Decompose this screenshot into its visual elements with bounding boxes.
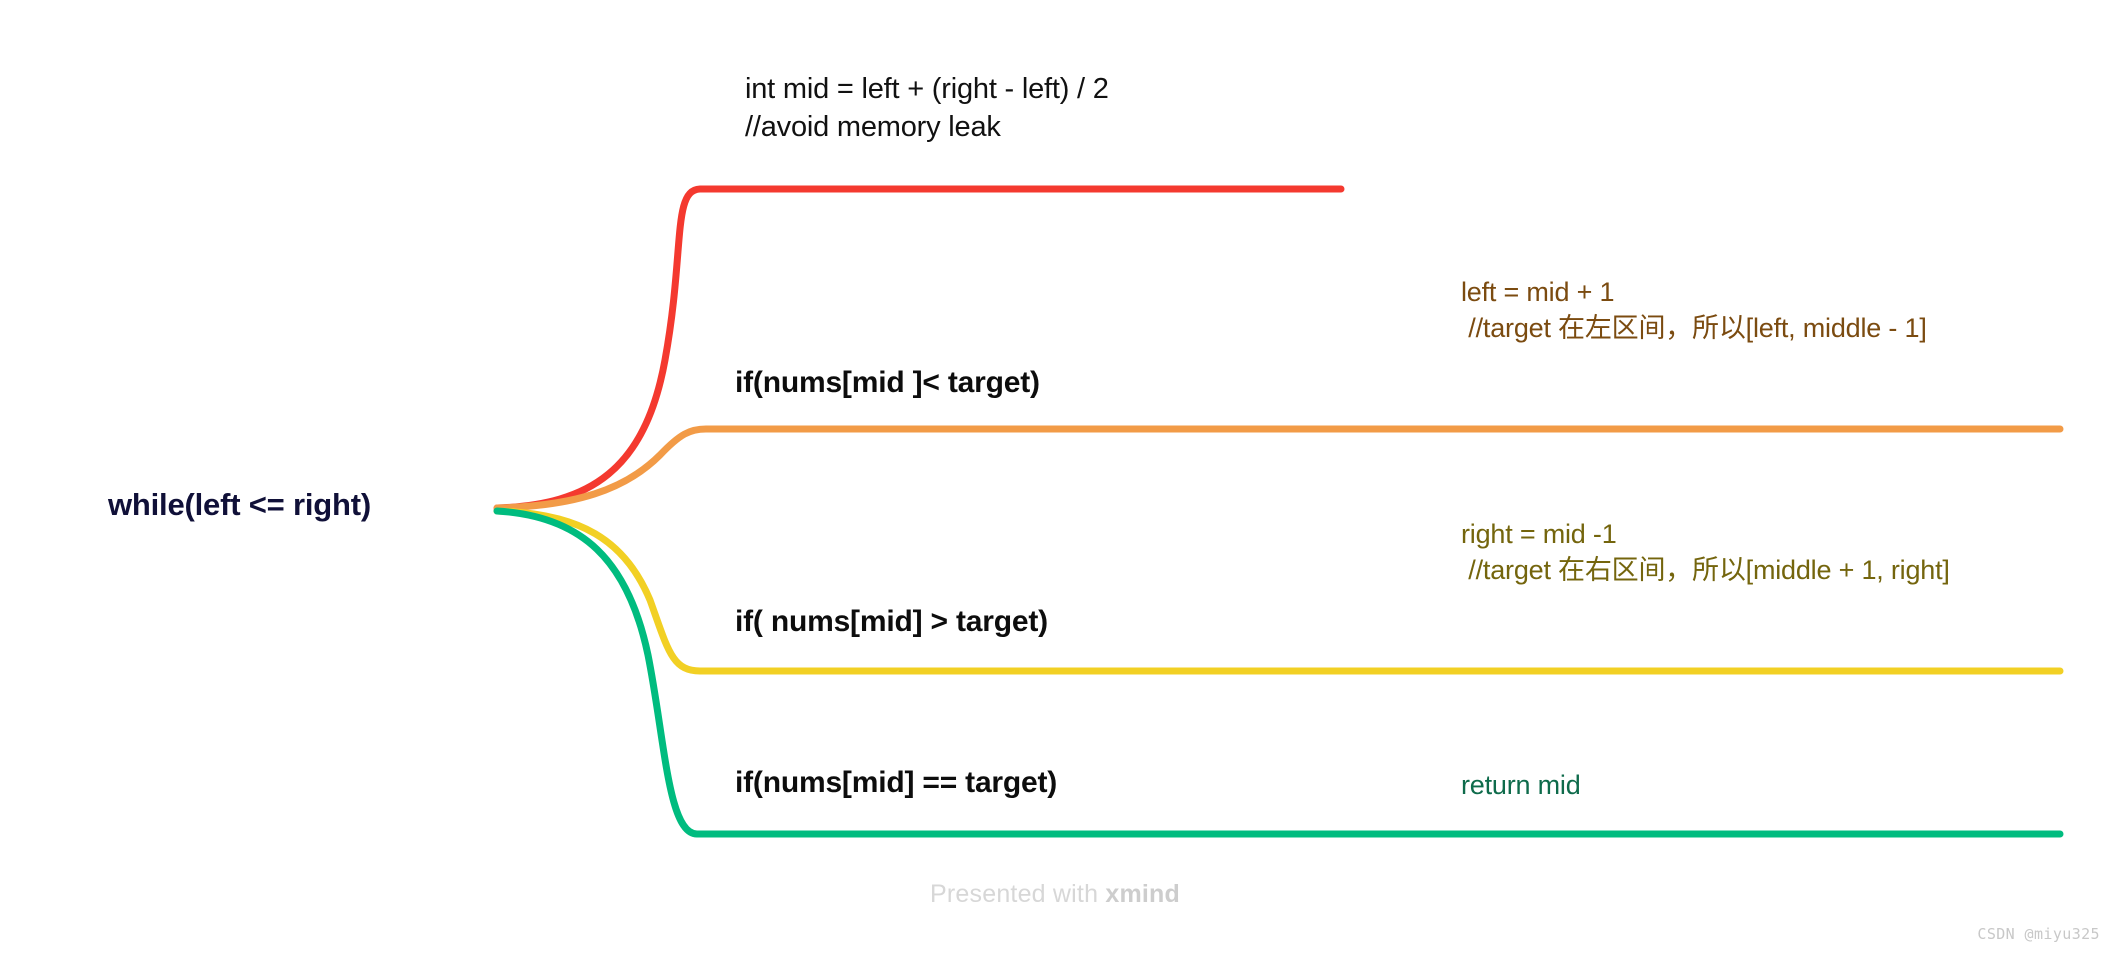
footer-presented-text: Presented with bbox=[930, 880, 1106, 908]
csdn-watermark: CSDN @miyu325 bbox=[1977, 925, 2100, 943]
xmind-brand-label: xmind bbox=[1105, 880, 1180, 908]
topic-if-less-than[interactable]: if(nums[mid ]< target) bbox=[735, 366, 1040, 399]
topic-if-greater-than[interactable]: if( nums[mid] > target) bbox=[735, 605, 1048, 638]
topic-if-equals[interactable]: if(nums[mid] == target) bbox=[735, 766, 1058, 799]
topic-int-mid[interactable]: int mid = left + (right - left) / 2 //av… bbox=[745, 73, 1109, 144]
leaf-note-left-update[interactable]: left = mid + 1 //target 在左区间，所以[left, mi… bbox=[1461, 277, 1927, 343]
leaf-note-return-mid[interactable]: return mid bbox=[1461, 770, 1581, 800]
branch-line-orange bbox=[493, 425, 2064, 512]
root-node-label[interactable]: while(left <= right) bbox=[108, 487, 371, 522]
xmind-footer: Presented with xmind bbox=[0, 880, 2110, 909]
branch-line-red bbox=[493, 185, 1345, 512]
leaf-note-right-update[interactable]: right = mid -1 //target 在右区间，所以[middle +… bbox=[1461, 519, 1950, 585]
